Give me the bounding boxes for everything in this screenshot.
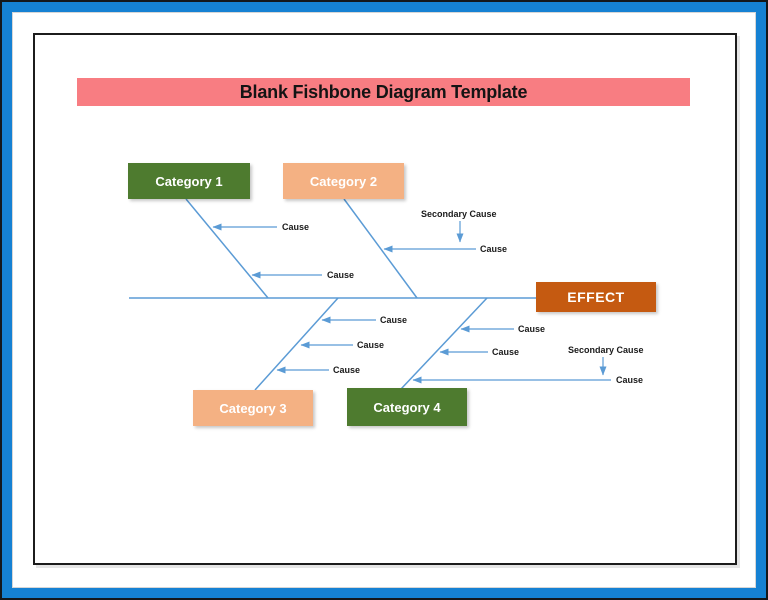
- effect-box: EFFECT: [536, 282, 656, 312]
- cause-label: Cause: [327, 270, 355, 280]
- cause-label: Cause: [282, 222, 310, 232]
- category-2-box: Category 2: [283, 163, 404, 199]
- category-1-bone: [185, 198, 269, 299]
- cause-label: Cause: [480, 244, 508, 254]
- category-1-box: Category 1: [128, 163, 250, 199]
- category-2-bone: [343, 198, 418, 299]
- secondary-cause-label: Secondary Cause: [421, 209, 497, 219]
- category-4-bone: [400, 297, 488, 390]
- cause-label: Cause: [518, 324, 546, 334]
- cause-label: Cause: [380, 315, 408, 325]
- category-3-box: Category 3: [193, 390, 313, 426]
- category-4-box: Category 4: [347, 388, 467, 426]
- cause-label: Cause: [492, 347, 520, 357]
- cause-label: Cause: [333, 365, 361, 375]
- category-label: Category 2: [309, 173, 378, 189]
- title-banner: Blank Fishbone Diagram Template: [77, 78, 690, 106]
- cause-label: Cause: [357, 340, 385, 350]
- category-3-bone: [254, 297, 339, 391]
- secondary-cause-label: Secondary Cause: [568, 345, 644, 355]
- category-label: Category 4: [373, 399, 441, 415]
- effect-label: EFFECT: [567, 289, 625, 305]
- category-label: Category 1: [155, 173, 223, 189]
- page-title: Blank Fishbone Diagram Template: [239, 81, 528, 102]
- category-label: Category 3: [219, 400, 287, 416]
- cause-label: Cause: [616, 375, 644, 385]
